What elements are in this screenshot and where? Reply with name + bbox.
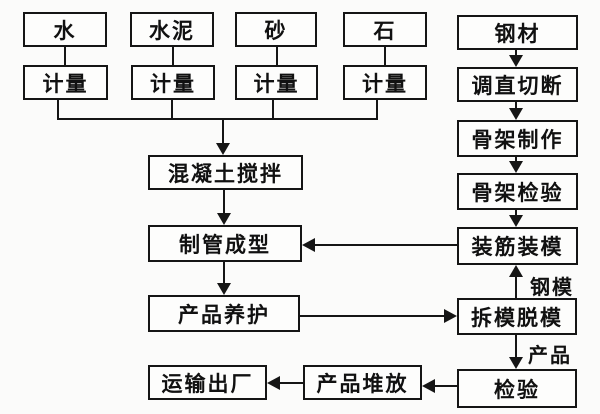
edge-inspect-stack xyxy=(435,385,457,387)
arrowhead-into-frame-inspect xyxy=(509,161,523,173)
arrowhead-into-pipe-form xyxy=(217,213,231,225)
arrowhead-into-install xyxy=(509,215,523,227)
node-frame-make: 骨架制作 xyxy=(457,120,578,157)
node-pipe-form: 制管成型 xyxy=(148,225,302,262)
arrowhead-into-ship xyxy=(267,376,280,390)
edge-bus-drop2 xyxy=(171,100,173,120)
arrowhead-into-demold xyxy=(444,309,457,323)
node-sand: 砂 xyxy=(235,12,317,47)
arrowhead-into-straighten xyxy=(509,55,523,67)
edge-form-cure xyxy=(223,262,225,284)
node-measure-cement: 计量 xyxy=(131,65,215,100)
edge-sand-measure xyxy=(276,47,278,65)
node-straighten-cut: 调直切断 xyxy=(457,67,578,102)
arrowhead-into-pipe-form-left xyxy=(302,238,315,252)
node-install-rebar-mold: 装筋装模 xyxy=(457,227,578,265)
node-steel: 钢材 xyxy=(457,15,578,50)
arrowhead-into-concrete-mix xyxy=(216,143,230,155)
node-measure-stone: 计量 xyxy=(343,65,427,100)
edge-demold-install xyxy=(515,276,517,298)
edge-cement-measure xyxy=(172,47,174,65)
node-stone: 石 xyxy=(343,12,427,47)
node-cement: 水泥 xyxy=(130,12,214,47)
edge-bus-horizontal xyxy=(57,118,378,120)
arrowhead-into-stack xyxy=(422,379,435,393)
edge-bus-to-mix xyxy=(222,118,224,145)
edge-mix-form xyxy=(223,190,225,214)
edge-frameinspect-install xyxy=(515,210,517,217)
node-product-stack: 产品堆放 xyxy=(303,365,422,400)
edge-stack-ship xyxy=(280,382,303,384)
node-measure-water: 计量 xyxy=(23,65,108,100)
node-water: 水 xyxy=(23,12,107,47)
arrowhead-into-frame-make xyxy=(509,108,523,120)
edge-bus-drop4 xyxy=(376,100,378,120)
edge-install-form xyxy=(314,244,457,246)
edge-water-measure xyxy=(64,47,66,65)
edge-label-product: 产品 xyxy=(528,345,572,367)
node-demold: 拆模脱模 xyxy=(457,298,577,335)
edge-demold-inspect xyxy=(515,335,517,358)
edge-framemake-frameinspect xyxy=(515,157,517,163)
node-measure-sand: 计量 xyxy=(235,65,318,100)
arrowhead-into-product-cure xyxy=(217,283,231,295)
node-concrete-mix: 混凝土搅拌 xyxy=(148,155,303,190)
edge-straighten-framemake xyxy=(515,102,517,110)
edge-label-steel-mold: 钢模 xyxy=(530,277,574,299)
node-frame-inspect: 骨架检验 xyxy=(457,173,578,210)
edge-stone-measure xyxy=(384,47,386,65)
node-product-cure: 产品养护 xyxy=(148,295,300,332)
node-inspect: 检验 xyxy=(457,369,577,408)
node-ship-out: 运输出厂 xyxy=(148,365,267,400)
edge-steel-straighten xyxy=(515,50,517,57)
edge-bus-drop3 xyxy=(272,100,274,120)
edge-cure-demold xyxy=(300,315,446,317)
arrowhead-into-install-bottom xyxy=(509,265,523,277)
edge-bus-drop1 xyxy=(57,100,59,120)
arrowhead-into-inspect xyxy=(509,357,523,369)
